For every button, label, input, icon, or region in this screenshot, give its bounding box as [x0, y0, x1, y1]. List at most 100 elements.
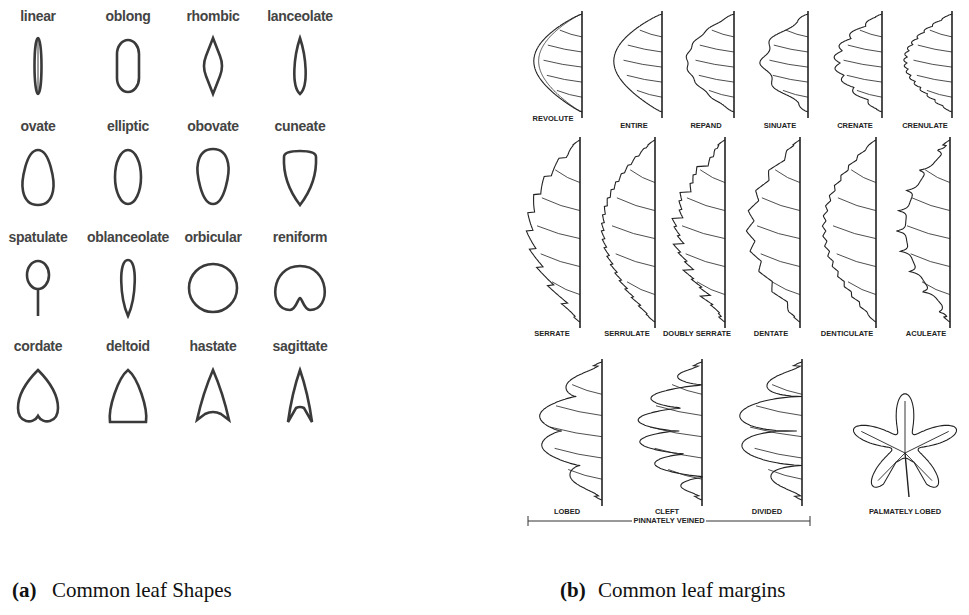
leaf-stroke	[844, 60, 883, 67]
margin-label: DOUBLY SERRATE	[662, 329, 732, 338]
shape-label: hastate	[190, 338, 237, 354]
leaf-stroke	[630, 170, 655, 183]
leaf-stroke	[833, 226, 876, 239]
margin-label: CRENATE	[836, 121, 874, 130]
leaf-stroke	[768, 470, 802, 480]
leaf-stroke	[656, 406, 702, 416]
leaf-stroke	[799, 137, 801, 328]
leaf-stroke	[526, 140, 580, 322]
leaf-stroke	[672, 385, 702, 395]
leaf-stroke	[616, 254, 655, 267]
subfigure-caption: (a)	[12, 578, 37, 603]
leaf-stroke	[848, 282, 876, 295]
margin-label: DENTATE	[753, 329, 789, 338]
leaf-stroke	[712, 30, 734, 37]
shape-label: spatulate	[9, 229, 68, 245]
leaf-stroke	[786, 30, 808, 37]
leaf-stroke	[881, 11, 883, 118]
leaf-stroke	[539, 14, 582, 112]
shape-label: obovate	[187, 118, 239, 134]
leaf-stroke	[686, 254, 725, 267]
leaf-stroke	[861, 431, 905, 453]
shape-label: sagittate	[273, 338, 328, 354]
margin-label: CLEFT	[654, 507, 680, 516]
leaf-stroke	[560, 30, 582, 37]
leaf-stroke	[854, 394, 957, 488]
leaf-stroke	[696, 60, 735, 67]
shape-label: cordate	[14, 338, 62, 354]
shape-label: lanceolate	[267, 8, 332, 24]
leaf-stroke	[905, 431, 949, 453]
leaf-stroke	[905, 453, 909, 497]
leaf-margins	[526, 11, 956, 506]
margin-label: REPAND	[689, 121, 722, 130]
leaf-stroke	[917, 75, 952, 82]
leaf-stroke	[655, 448, 702, 458]
leaf-stroke	[783, 90, 808, 97]
leaf-stroke	[701, 359, 703, 506]
leaf-stroke	[925, 170, 950, 183]
leaf-stroke	[654, 137, 656, 328]
leaf-stroke	[682, 226, 725, 239]
leaf-stroke	[927, 90, 952, 97]
leaf-stroke	[572, 385, 602, 395]
leaf-stroke	[697, 282, 725, 295]
subfigure-caption: Common leaf margins	[598, 578, 785, 603]
margin-label: LOBED	[553, 507, 581, 516]
margin-label: DIVIDED	[751, 507, 783, 516]
leaf-stroke	[757, 226, 800, 239]
leaf-stroke	[601, 140, 655, 322]
leaf-stroke	[541, 254, 580, 267]
leaf-stroke	[848, 45, 882, 52]
leaf-stroke	[756, 406, 802, 416]
leaf-stroke	[951, 11, 953, 118]
margin-label: PALMATELY LOBED	[868, 507, 942, 516]
leaf-stroke	[775, 170, 800, 183]
leaf-stroke	[555, 448, 602, 458]
leaf-stroke	[878, 453, 905, 481]
leaf-stroke	[709, 90, 734, 97]
leaf-stroke	[548, 45, 582, 52]
leaf-stroke	[875, 137, 877, 328]
subfigure-caption: Common leaf Shapes	[52, 578, 232, 603]
leaf-stroke	[907, 226, 950, 239]
leaf-stroke	[770, 60, 809, 67]
leaf-stroke	[638, 362, 702, 500]
leaf-stroke	[686, 14, 734, 112]
leaf-stroke	[555, 170, 580, 183]
leaf-stroke	[918, 45, 952, 52]
shape-label: oblanceolate	[87, 229, 169, 245]
leaf-stroke	[760, 14, 808, 112]
shape-label: linear	[20, 8, 56, 24]
shape-label: reniform	[273, 229, 327, 245]
leaf-stroke	[542, 198, 580, 211]
leaf-stroke	[556, 406, 602, 416]
leaf-stroke	[550, 427, 602, 437]
leaf-stroke	[773, 75, 808, 82]
margin-label: SINUATE	[763, 121, 797, 130]
leaf-stroke	[904, 14, 952, 112]
leaf-stroke	[640, 30, 662, 37]
leaf-stroke	[668, 470, 702, 480]
leaf-stroke	[762, 198, 800, 211]
margin-label: DENTICULATE	[820, 329, 874, 338]
leaf-stroke	[807, 11, 809, 118]
leaf-stroke	[860, 30, 882, 37]
leaf-stroke	[699, 75, 734, 82]
leaf-stroke	[949, 137, 951, 328]
margin-label: ACULEATE	[905, 329, 947, 338]
leaf-stroke	[700, 45, 734, 52]
leaf-stroke	[930, 30, 952, 37]
leaf-stroke	[733, 11, 735, 118]
leaf-stroke	[552, 282, 580, 295]
margin-label: REVOLUTE	[532, 114, 575, 123]
leaf-stroke	[911, 254, 950, 267]
leaf-stroke	[672, 140, 725, 322]
shape-label: cuneate	[275, 118, 326, 134]
leaf-stroke	[801, 359, 803, 506]
leaf-stroke	[624, 60, 663, 67]
leaf-stroke	[637, 90, 662, 97]
leaf-stroke	[761, 254, 800, 267]
